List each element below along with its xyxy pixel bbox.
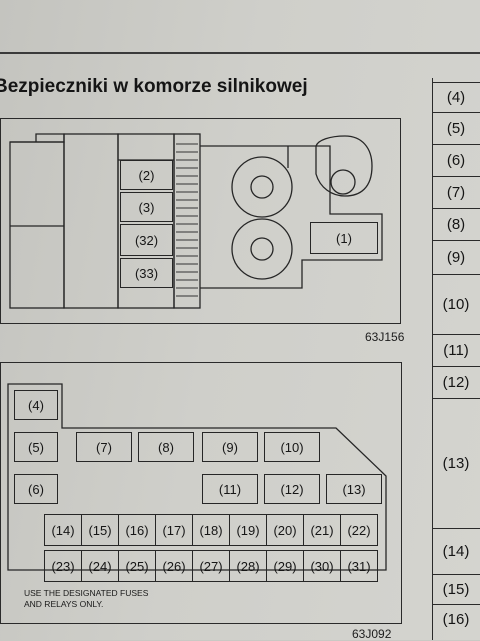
- list-item: (6): [432, 144, 480, 176]
- engine-fuse-diagram: [0, 118, 401, 324]
- list-item: (8): [432, 208, 480, 240]
- fuse-16: (16): [119, 515, 156, 545]
- note-line-1: USE THE DESIGNATED FUSES: [24, 588, 149, 598]
- engine-diagram-code: 63J156: [365, 330, 405, 344]
- list-item: (7): [432, 176, 480, 208]
- fuse-11: (11): [202, 474, 258, 504]
- list-item: (5): [432, 112, 480, 144]
- fuse-row-2: (23) (24) (25) (26) (27) (28) (29) (30) …: [44, 550, 378, 582]
- fuse-14: (14): [45, 515, 82, 545]
- fuse-17: (17): [156, 515, 193, 545]
- fuse-warning-note: USE THE DESIGNATED FUSES AND RELAYS ONLY…: [24, 588, 148, 610]
- note-line-2: AND RELAYS ONLY.: [24, 599, 104, 609]
- list-item: (4): [432, 82, 480, 112]
- fuse-10: (10): [264, 432, 320, 462]
- list-item: (9): [432, 240, 480, 274]
- list-item: (13): [432, 398, 480, 528]
- fuse-8: (8): [138, 432, 194, 462]
- fuse-9: (9): [202, 432, 258, 462]
- fuse-6: (6): [14, 474, 58, 504]
- interior-diagram-code: 63J092: [352, 627, 392, 641]
- fuse-24: (24): [82, 551, 119, 581]
- fuse-26: (26): [156, 551, 193, 581]
- engine-box-outline: [9, 133, 383, 309]
- fuse-19: (19): [230, 515, 267, 545]
- fuse-13: (13): [326, 474, 382, 504]
- fuse-2: (2): [120, 160, 173, 190]
- fuse-25: (25): [119, 551, 156, 581]
- fuse-row-1: (14) (15) (16) (17) (18) (19) (20) (21) …: [44, 514, 378, 546]
- list-item: (15): [432, 574, 480, 604]
- fuse-23: (23): [45, 551, 82, 581]
- fuse-20: (20): [267, 515, 304, 545]
- list-item: (11): [432, 334, 480, 366]
- fuse-3: (3): [120, 192, 173, 222]
- page-title: Bezpieczniki w komorze silnikowej: [0, 76, 308, 97]
- interior-box-outline: [7, 383, 387, 571]
- list-item: (10): [432, 274, 480, 334]
- list-item: (12): [432, 366, 480, 398]
- fuse-30: (30): [304, 551, 341, 581]
- fuse-27: (27): [193, 551, 230, 581]
- list-item: (14): [432, 528, 480, 574]
- fuse-12: (12): [264, 474, 320, 504]
- fuse-list-column: [432, 78, 480, 640]
- fuse-18: (18): [193, 515, 230, 545]
- top-rule: [0, 52, 480, 54]
- fuse-21: (21): [304, 515, 341, 545]
- fuse-28: (28): [230, 551, 267, 581]
- fuse-29: (29): [267, 551, 304, 581]
- fuse-33: (33): [120, 258, 173, 288]
- fuse-5: (5): [14, 432, 58, 462]
- fuse-1: (1): [310, 222, 378, 254]
- fuse-4: (4): [14, 390, 58, 420]
- fuse-7: (7): [76, 432, 132, 462]
- interior-fuse-diagram: [0, 362, 402, 624]
- fuse-22: (22): [347, 522, 371, 538]
- list-item: (16): [432, 604, 480, 634]
- fuse-32: (32): [120, 224, 173, 256]
- fuse-15: (15): [82, 515, 119, 545]
- fuse-31: (31): [347, 558, 371, 574]
